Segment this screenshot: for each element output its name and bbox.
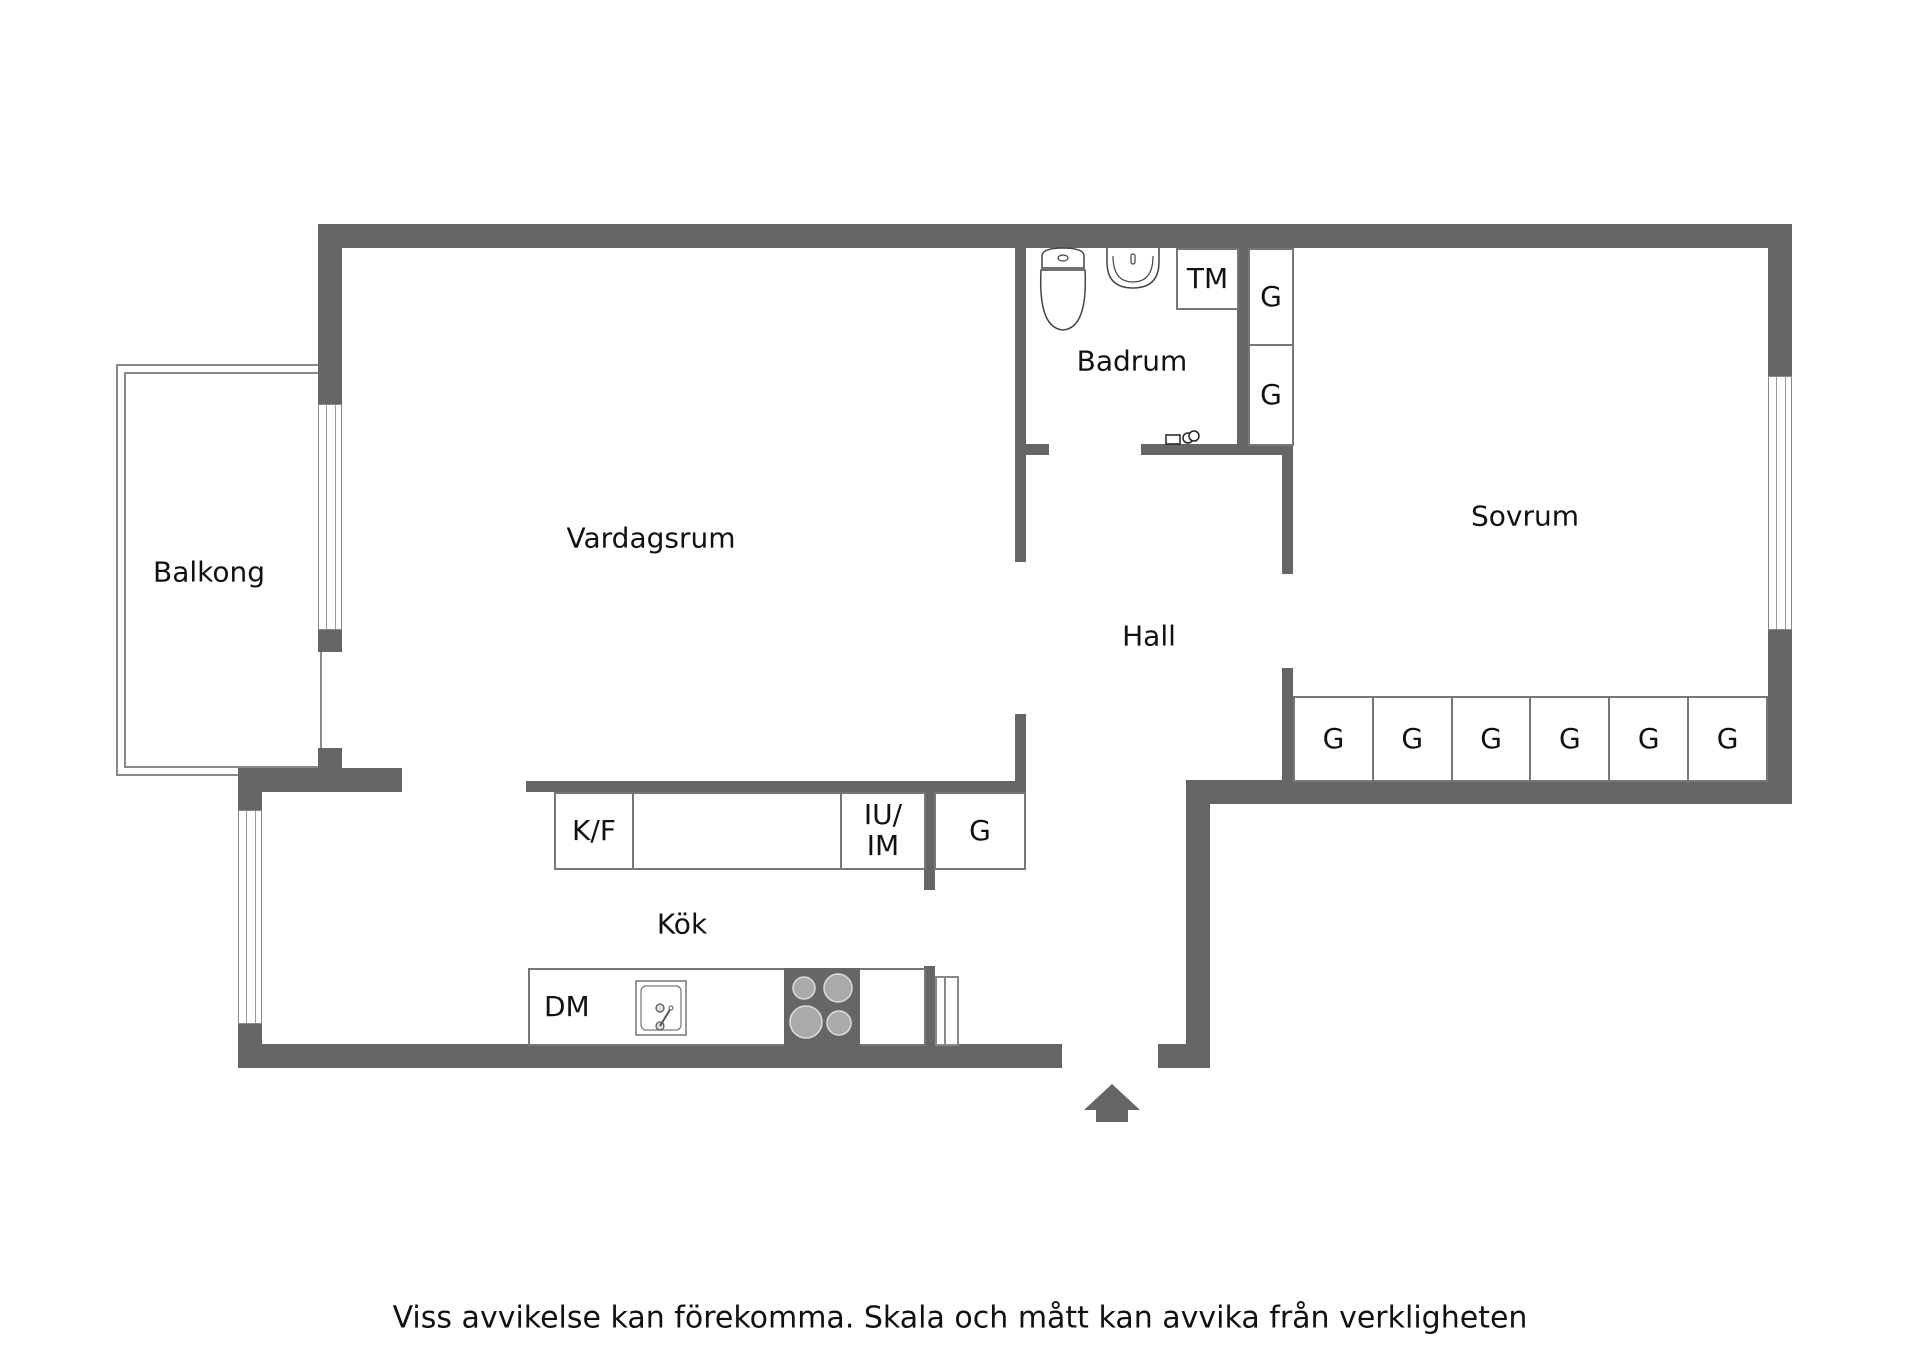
toilet-icon <box>1039 247 1087 331</box>
room-label-bedroom: Sovrum <box>1470 499 1580 533</box>
bedroom-wardrobe: G <box>1450 696 1532 782</box>
kitchen-shelf <box>935 976 959 1046</box>
washing-machine: TM <box>1176 248 1239 310</box>
wall-kitchen-divider <box>526 781 1026 792</box>
wall-kitchen-left-upper <box>238 768 262 810</box>
wall-bedroom-left-lower <box>1282 668 1293 792</box>
bedroom-wardrobe: G <box>1293 696 1374 782</box>
bathroom-wardrobe-2: G <box>1248 344 1294 446</box>
wall-living-right-lower <box>1015 714 1026 792</box>
room-label-balcony: Balkong <box>152 555 266 589</box>
bedroom-wardrobe: G <box>1371 696 1453 782</box>
floor-drain-icon <box>1165 430 1200 445</box>
wall-bottom-left <box>238 1044 1062 1068</box>
window-bedroom <box>1768 376 1792 630</box>
fridge-freezer: K/F <box>554 792 634 870</box>
wall-top <box>318 224 1792 248</box>
bedroom-wardrobe-row: G G G G G G <box>1293 696 1768 782</box>
sink-icon <box>635 980 687 1036</box>
wall-bedroom-bottom <box>1186 780 1792 804</box>
wall-bathroom-bottom-right <box>1141 444 1293 455</box>
bedroom-wardrobe: G <box>1687 696 1768 782</box>
bedroom-wardrobe: G <box>1608 696 1690 782</box>
room-label-hall: Hall <box>1122 619 1176 653</box>
balcony-inner-outline <box>124 372 322 768</box>
wall-bathroom-right <box>1237 248 1248 454</box>
oven-microwave: IU/ IM <box>840 792 926 870</box>
room-label-bathroom: Badrum <box>1076 344 1188 378</box>
wall-living-left-upper <box>318 224 342 404</box>
disclaimer: Viss avvikelse kan förekomma. Skala och … <box>392 1300 1528 1336</box>
kitchen-wardrobe: G <box>934 792 1026 870</box>
bedroom-wardrobe: G <box>1529 696 1611 782</box>
wall-kitchen-divider-left <box>342 781 402 792</box>
kitchen-counter-upper <box>632 792 842 870</box>
window-kitchen <box>238 810 262 1024</box>
wall-kitchen-counter-end <box>924 966 935 1046</box>
bathroom-wardrobe-1: G <box>1248 248 1294 346</box>
wall-living-left-lower <box>318 630 342 652</box>
wall-kitchen-cabinet-divider <box>924 792 935 890</box>
stove-icon <box>784 968 860 1046</box>
entrance-arrow-icon <box>1084 1084 1140 1122</box>
room-label-kitchen: Kök <box>656 907 708 941</box>
sink-icon <box>1106 248 1160 289</box>
wall-bedroom-left-upper <box>1282 444 1293 574</box>
wall-hall-right <box>1186 780 1210 1068</box>
wall-right-upper <box>1768 224 1792 376</box>
wall-bathroom-left <box>1015 248 1026 562</box>
wall-right-lower <box>1768 630 1792 804</box>
kitchen-counter-lower: DM <box>528 968 926 1046</box>
wall-bathroom-bottom-left <box>1015 444 1049 455</box>
kitchen-shelf-inner <box>944 976 946 1046</box>
room-label-living: Vardagsrum <box>566 521 736 555</box>
window-living <box>318 404 342 630</box>
